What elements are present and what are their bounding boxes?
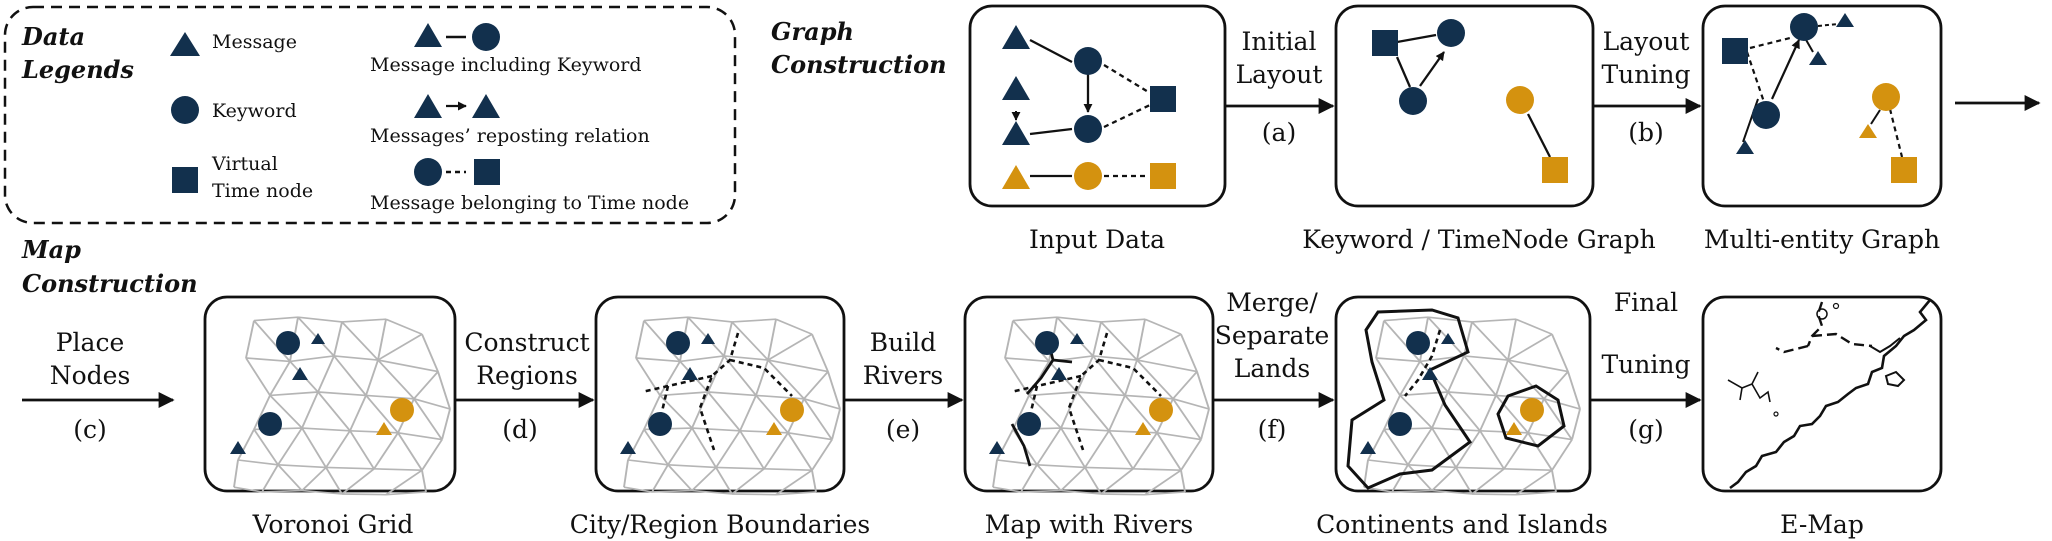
- step-d-tag: (d): [502, 415, 538, 444]
- graph-construction-line1: Graph: [771, 17, 854, 46]
- message-keyword-relation-icon: [414, 23, 500, 51]
- step-d-line2: Regions: [476, 361, 578, 390]
- step-g-line1: Final: [1614, 288, 1678, 317]
- legend-title-line1: Data: [21, 22, 85, 51]
- input-data-panel: [968, 4, 1227, 208]
- continents-panel: [1334, 295, 1592, 496]
- step-c-tag: (c): [73, 415, 107, 444]
- caption-city-region: City/Region Boundaries: [570, 510, 871, 539]
- message-triangle-icon: [170, 32, 200, 56]
- step-d-line1: Construct: [464, 328, 589, 357]
- map-construction-line1: Map: [21, 235, 81, 264]
- caption-keyword-timenode: Keyword / TimeNode Graph: [1302, 225, 1655, 254]
- legend-msg-keyword-label: Message including Keyword: [370, 54, 642, 76]
- keyword-timenode-panel: [1334, 4, 1595, 208]
- step-a-line2: Layout: [1236, 60, 1323, 89]
- step-b-line2: Tuning: [1602, 60, 1691, 89]
- step-e-tag: (e): [886, 415, 920, 444]
- multi-entity-panel: [1701, 4, 1943, 208]
- map-construction-line2: Construction: [22, 269, 198, 298]
- keyword-circle-icon: [171, 96, 199, 124]
- virtual-time-node-square-icon: [172, 167, 198, 193]
- voronoi-grid-panel: [203, 295, 457, 496]
- step-g-tag: (g): [1628, 415, 1664, 444]
- legend-keyword-label: Keyword: [212, 100, 297, 122]
- legend-belonging-label: Message belonging to Time node: [370, 192, 689, 214]
- caption-voronoi: Voronoi Grid: [252, 510, 414, 539]
- reposting-relation-icon: [414, 94, 500, 118]
- step-a-tag: (a): [1262, 118, 1296, 147]
- caption-input-data: Input Data: [1029, 225, 1165, 254]
- caption-rivers: Map with Rivers: [985, 510, 1193, 539]
- city-region-panel: [594, 295, 846, 496]
- step-f-tag: (f): [1258, 415, 1287, 444]
- legend-message-label: Message: [212, 31, 297, 53]
- step-g-line2: Tuning: [1602, 350, 1691, 379]
- step-f-line3: Lands: [1234, 354, 1310, 383]
- step-f-line2: Separate: [1215, 321, 1330, 350]
- step-a-line1: Initial: [1242, 27, 1317, 56]
- legend-panel: Data Legends Message Keyword Virtual Tim…: [3, 5, 737, 225]
- graph-construction-line2: Construction: [771, 50, 947, 79]
- belonging-relation-icon: [414, 158, 500, 186]
- step-c-line2: Nodes: [50, 361, 131, 390]
- rivers-panel: [963, 295, 1215, 496]
- legend-virtual-line1: Virtual: [211, 153, 278, 175]
- legend-virtual-line2: Time node: [212, 180, 313, 202]
- legend-title-line2: Legends: [21, 55, 134, 84]
- step-b-line1: Layout: [1603, 27, 1690, 56]
- step-f-line1: Merge/: [1226, 288, 1318, 317]
- caption-continents: Continents and Islands: [1316, 510, 1608, 539]
- step-b-tag: (b): [1628, 118, 1664, 147]
- caption-multi-entity: Multi-entity Graph: [1704, 225, 1940, 254]
- step-e-line1: Build: [870, 328, 936, 357]
- caption-emap: E-Map: [1780, 510, 1864, 539]
- step-e-line2: Rivers: [863, 361, 944, 390]
- emap-panel: [1701, 295, 1943, 493]
- legend-reposting-label: Messages’ reposting relation: [370, 125, 650, 147]
- step-c-line1: Place: [56, 328, 125, 357]
